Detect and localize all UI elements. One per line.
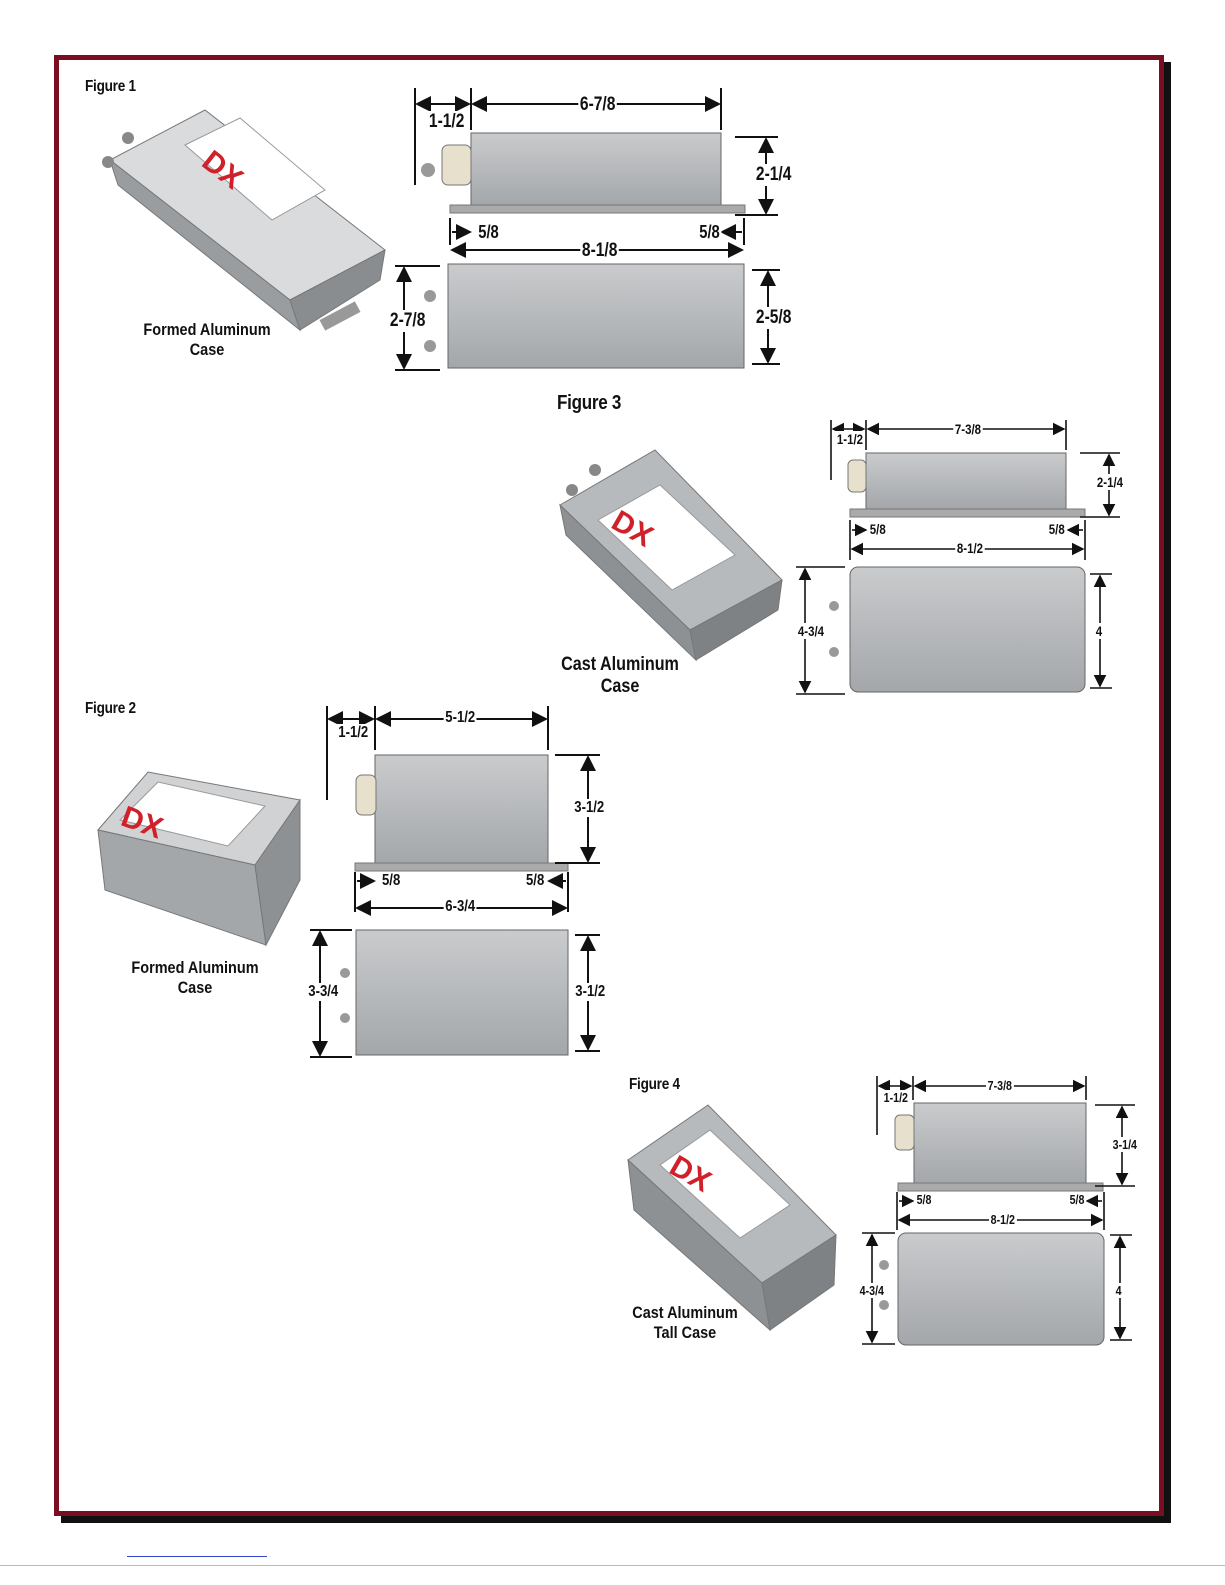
fig4-caption-line2: Tall Case bbox=[653, 1322, 717, 1342]
fig2-dim-c: 3-1/2 bbox=[572, 799, 606, 817]
fig4-side-view bbox=[894, 1102, 1104, 1192]
fig2-dim-a: 1-1/2 bbox=[336, 724, 370, 742]
fig2-caption: Formed Aluminum Case bbox=[131, 958, 259, 997]
fig4-product-photo: DX bbox=[627, 1104, 837, 1332]
fig4-dim-a: 1-1/2 bbox=[882, 1090, 910, 1105]
fig2-dim-g: 3-3/4 bbox=[306, 983, 340, 1001]
fig1-product-photo: DX bbox=[102, 109, 386, 332]
fig3-dim-b: 7-3/8 bbox=[953, 421, 983, 437]
fig1-dim-g: 2-7/8 bbox=[388, 310, 428, 332]
fig2-dim-e: 5/8 bbox=[524, 872, 546, 890]
fig2-dim-d: 5/8 bbox=[380, 872, 402, 890]
fig4-dim-b: 7-3/8 bbox=[986, 1078, 1014, 1093]
fig3-dim-e: 5/8 bbox=[1047, 521, 1067, 537]
footer-divider bbox=[0, 1565, 1225, 1566]
fig3-dim-h: 4 bbox=[1094, 623, 1104, 639]
fig3-caption-line1: Cast Aluminum bbox=[561, 654, 679, 675]
fig4-label: Figure 4 bbox=[629, 1076, 680, 1093]
fig4-dim-e: 5/8 bbox=[1067, 1192, 1087, 1207]
fig4-caption-line1: Cast Aluminum bbox=[632, 1303, 738, 1322]
fig3-dim-d: 5/8 bbox=[868, 521, 888, 537]
fig3-side-view bbox=[847, 452, 1086, 518]
fig1-caption: Formed Aluminum Case bbox=[143, 320, 271, 359]
fig1-dim-e: 5/8 bbox=[697, 222, 722, 243]
fig4-top-view bbox=[879, 1232, 1105, 1346]
fig4-dim-h: 4 bbox=[1114, 1283, 1124, 1298]
fig3-product-photo: DX bbox=[559, 449, 783, 662]
fig2-label: Figure 2 bbox=[85, 700, 136, 717]
fig3-caption: Cast Aluminum Case bbox=[556, 654, 684, 698]
fig1-dim-b: 6-7/8 bbox=[578, 94, 618, 116]
fig4-dim-c: 3-1/4 bbox=[1111, 1137, 1139, 1152]
fig4-dim-f: 8-1/2 bbox=[989, 1212, 1017, 1227]
fig3-caption-line2: Case bbox=[600, 675, 640, 697]
fig3-dim-c: 2-1/4 bbox=[1095, 474, 1125, 490]
fig4-dim-g: 4-3/4 bbox=[858, 1283, 886, 1298]
fig2-product-photo: DX bbox=[97, 771, 301, 947]
fig1-dim-h: 2-5/8 bbox=[754, 307, 794, 329]
fig1-dim-c: 2-1/4 bbox=[754, 164, 794, 186]
fig3-top-view bbox=[829, 566, 1086, 693]
fig1-side-view bbox=[421, 132, 746, 214]
fig3-dim-f: 8-1/2 bbox=[955, 540, 985, 556]
fig1-dim-f: 8-1/8 bbox=[580, 240, 620, 262]
fig1-label: Figure 1 bbox=[85, 78, 136, 95]
fig1-dim-d: 5/8 bbox=[476, 222, 501, 243]
fig2-dim-h: 3-1/2 bbox=[573, 983, 607, 1001]
fig1-dim-a: 1-1/2 bbox=[427, 111, 467, 133]
fig1-top-view bbox=[424, 263, 745, 369]
fig3-dim-g: 4-3/4 bbox=[796, 623, 826, 639]
fig3-dim-a: 1-1/2 bbox=[835, 431, 865, 447]
fig2-dim-b: 5-1/2 bbox=[443, 709, 477, 727]
fig2-top-view bbox=[340, 929, 569, 1056]
footer-link-underline[interactable] bbox=[127, 1556, 267, 1557]
fig4-caption: Cast Aluminum Tall Case bbox=[621, 1303, 749, 1342]
fig3-label: Figure 3 bbox=[557, 392, 622, 414]
fig2-dim-f: 6-3/4 bbox=[443, 898, 477, 916]
fig4-dim-d: 5/8 bbox=[914, 1192, 934, 1207]
fig2-side-view bbox=[354, 754, 569, 872]
